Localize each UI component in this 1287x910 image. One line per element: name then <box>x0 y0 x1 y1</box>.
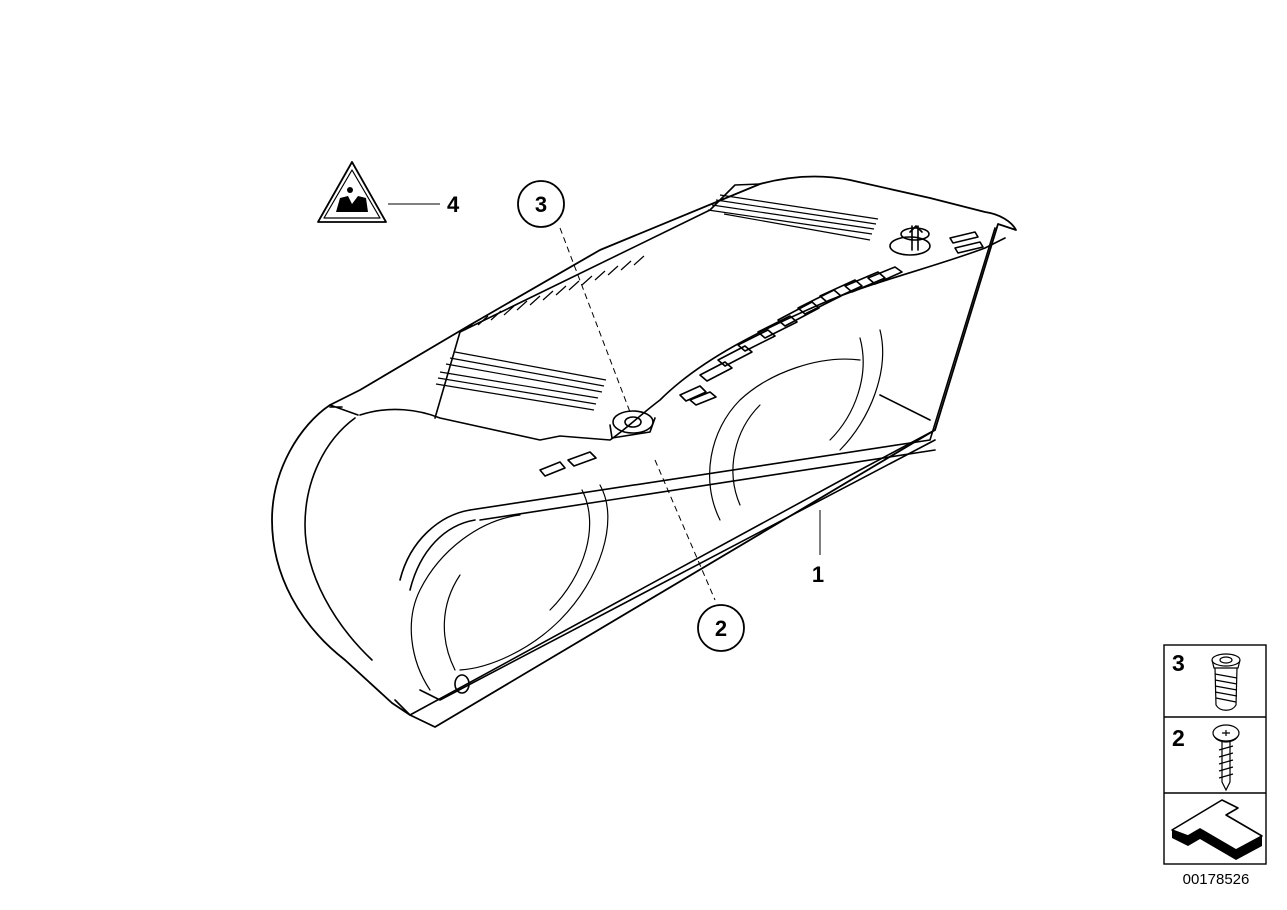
callout-4: 4 <box>447 192 460 217</box>
instrument-cluster-housing <box>271 175 1017 728</box>
legend-panel: 3 2 <box>1163 644 1267 865</box>
screw-icon <box>1212 724 1240 792</box>
front-direction-arrow-icon <box>1171 799 1263 860</box>
legend-row-3: 3 <box>1172 650 1241 711</box>
legend-row-2: 2 <box>1172 724 1240 792</box>
diagram-id-number: 00178526 <box>1183 871 1250 888</box>
leader-lines <box>388 203 821 601</box>
callout-1: 1 <box>812 562 824 587</box>
warning-triangle-label-icon <box>317 161 387 223</box>
svg-text:2: 2 <box>715 616 727 641</box>
svg-text:2: 2 <box>1172 725 1185 751</box>
callout-2: 2 <box>697 604 745 652</box>
expanding-nut-icon <box>1211 653 1241 711</box>
cooling-fins <box>435 194 879 411</box>
svg-text:4: 4 <box>447 192 460 217</box>
callout-3: 3 <box>517 180 565 228</box>
svg-text:1: 1 <box>812 562 824 587</box>
svg-text:3: 3 <box>1172 650 1185 676</box>
svg-text:3: 3 <box>535 192 547 217</box>
